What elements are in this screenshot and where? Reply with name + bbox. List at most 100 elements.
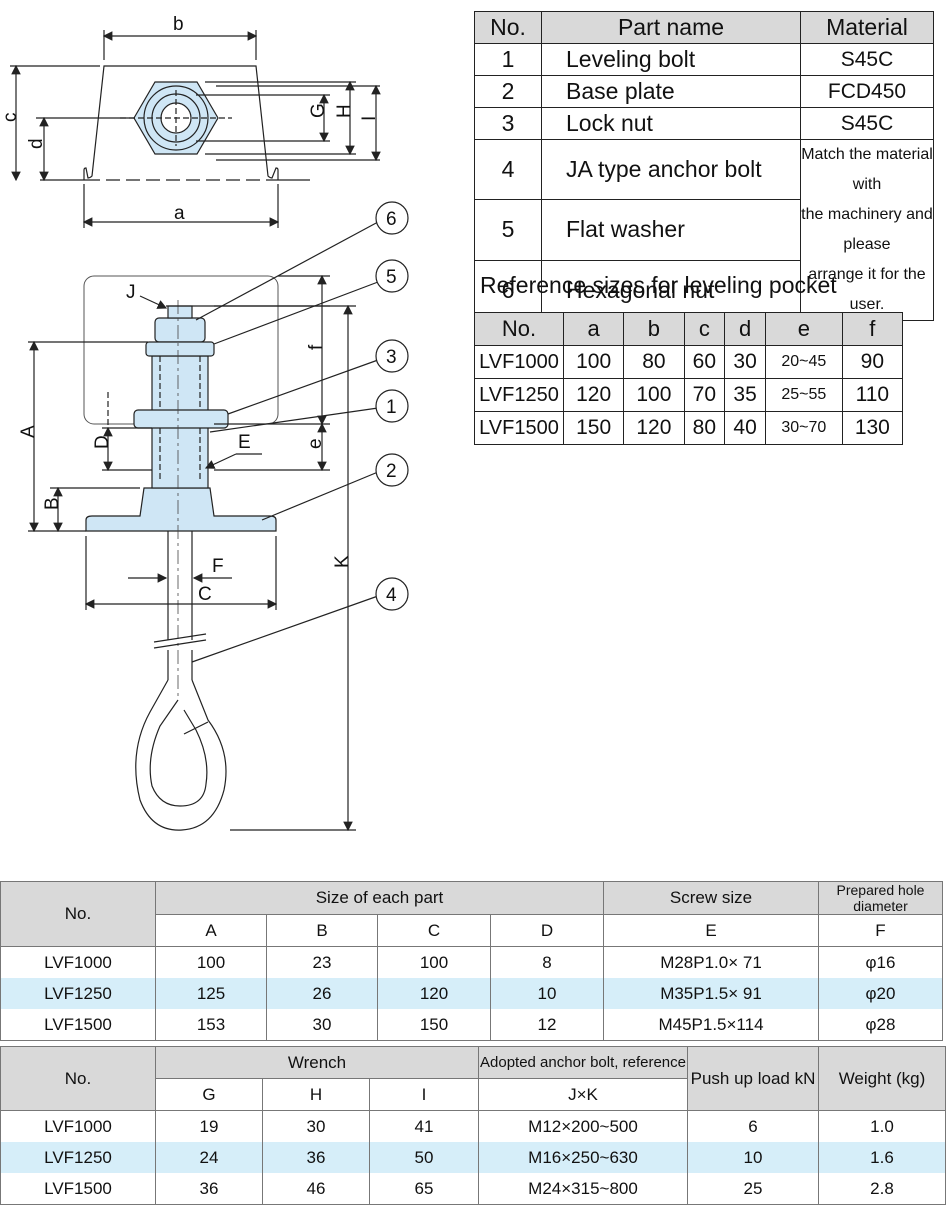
pocket-header: e [764, 312, 843, 346]
callout-4: 4 [386, 585, 397, 606]
spec1-cell: LVF1500 [0, 1009, 156, 1041]
spec2-cell: 30 [262, 1110, 370, 1142]
callout-6: 6 [386, 209, 397, 230]
table-row: LVF1000 100 23 100 8 M28P1.0× 71 φ16 [0, 946, 943, 978]
spec1-cell: 8 [490, 946, 604, 978]
dim-label-F: F [212, 556, 224, 577]
pocket-cell: 150 [562, 411, 625, 445]
spec1-subheader: A [155, 914, 267, 947]
pocket-header: b [623, 312, 685, 346]
size-spec-table: No. Size of each part Screw size Prepare… [0, 881, 943, 1041]
spec2-cell: LVF1500 [0, 1173, 156, 1205]
pocket-row: LVF1000 100 80 60 30 20~45 90 [474, 345, 904, 379]
table-row: LVF1500 36 46 65 M24×315~800 25 2.8 [0, 1173, 946, 1205]
spec1-header-size: Size of each part [155, 881, 604, 915]
lock-nut [133, 409, 229, 429]
spec1-subheader: D [490, 914, 604, 947]
spec2-header-wrench: Wrench [155, 1046, 479, 1079]
dim-label-b: b [173, 14, 184, 35]
spec1-cell: LVF1000 [0, 946, 156, 978]
spec1-cell: 12 [490, 1009, 604, 1041]
spec2-cell: LVF1000 [0, 1110, 156, 1142]
pocket-cell: 40 [724, 411, 766, 445]
spec1-cell: φ20 [818, 978, 943, 1009]
dim-label-K: K [332, 555, 353, 568]
spec2-cell: 50 [369, 1142, 479, 1173]
parts-header-material: Material [800, 11, 934, 44]
spec2-cell: 65 [369, 1173, 479, 1205]
spec2-cell: LVF1250 [0, 1142, 156, 1173]
pocket-header: d [724, 312, 766, 346]
pocket-cell: 80 [623, 345, 685, 379]
spec2-cell: 1.6 [818, 1142, 946, 1173]
spec2-header-weight: Weight (kg) [818, 1046, 946, 1111]
pocket-cell: 30 [724, 345, 766, 379]
spec1-subheader: F [818, 914, 943, 947]
pocket-cell: 120 [562, 378, 625, 412]
dim-label-B: B [42, 497, 63, 510]
dim-label-e: e [305, 438, 326, 449]
part-no: 3 [474, 107, 542, 140]
parts-row: 4 JA type anchor bolt Match the material… [474, 138, 934, 321]
spec1-cell: M28P1.0× 71 [603, 946, 819, 978]
spec2-cell: 36 [262, 1142, 370, 1173]
pocket-cell: LVF1000 [474, 345, 564, 379]
pocket-cell: 35 [724, 378, 766, 412]
dim-label-I: I [359, 116, 380, 121]
spec1-cell: 10 [490, 978, 604, 1009]
spec2-cell: 25 [687, 1173, 819, 1205]
spec1-subheader: B [266, 914, 378, 947]
pocket-cell: 30~70 [764, 411, 843, 445]
dim-label-E: E [238, 432, 251, 453]
spec1-header-no: No. [0, 881, 156, 947]
spec2-header-anchor: Adopted anchor bolt, reference [478, 1046, 688, 1079]
part-no: 4 [474, 138, 542, 201]
spec2-cell: 10 [687, 1142, 819, 1173]
part-material: S45C [800, 43, 934, 76]
material-note-line: Match the material with [801, 146, 933, 193]
pocket-cell: 25~55 [764, 378, 843, 412]
dim-label-c: c [0, 113, 21, 123]
pocket-cell: 130 [841, 411, 904, 445]
pocket-row: LVF1500 150 120 80 40 30~70 130 [474, 411, 904, 445]
spec2-cell: 46 [262, 1173, 370, 1205]
parts-header-name: Part name [541, 11, 801, 44]
dim-label-a: a [174, 203, 185, 224]
table-row: LVF1000 19 30 41 M12×200~500 6 1.0 [0, 1110, 946, 1142]
spec1-subheader: E [603, 914, 819, 947]
part-name: Leveling bolt [541, 43, 801, 76]
pocket-outline-top [83, 65, 279, 180]
spec1-cell: 125 [155, 978, 267, 1009]
pocket-cell: 120 [623, 411, 685, 445]
spec1-cell: 120 [377, 978, 491, 1009]
spec2-subheader: H [262, 1078, 370, 1111]
wrench-spec-table: No. Wrench Adopted anchor bolt, referenc… [0, 1046, 946, 1205]
spec2-subheader: I [369, 1078, 479, 1111]
part-no: 1 [474, 43, 542, 76]
base-plate [85, 487, 277, 532]
part-no: 2 [474, 75, 542, 108]
anchor-hook [135, 679, 227, 831]
spec2-cell: 1.0 [818, 1110, 946, 1142]
part-name: Hexagonal nut [541, 259, 801, 322]
spec1-cell: LVF1250 [0, 978, 156, 1009]
parts-row: 2 Base plate FCD450 [474, 75, 934, 108]
spec1-header-hole: Prepared hole diameter [818, 881, 943, 915]
part-material: FCD450 [800, 75, 934, 108]
part-name: Lock nut [541, 107, 801, 140]
table-row: LVF1250 24 36 50 M16×250~630 10 1.6 [0, 1142, 946, 1173]
part-name: Flat washer [541, 199, 801, 261]
material-note-line: the machinery and please [801, 206, 933, 253]
technical-drawing: b a c d G H I J f e K A B D E C F 6 5 3 … [0, 14, 409, 832]
pocket-cell: 90 [841, 345, 904, 379]
pocket-header: No. [474, 312, 564, 346]
flat-washer [145, 341, 215, 357]
pocket-cell: 100 [623, 378, 685, 412]
part-no: 5 [474, 199, 542, 261]
dim-label-A: A [18, 425, 39, 438]
pocket-cell: 60 [683, 345, 726, 379]
pocket-cell: LVF1500 [474, 411, 564, 445]
parts-row: 1 Leveling bolt S45C [474, 43, 934, 76]
dim-label-J: J [126, 282, 136, 303]
pocket-cell: 80 [683, 411, 726, 445]
